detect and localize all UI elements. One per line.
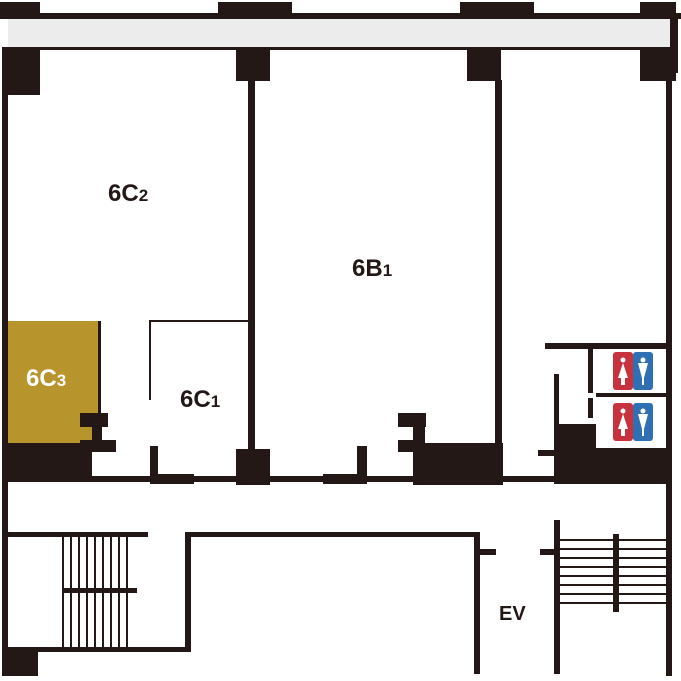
column-6c3-bottom <box>2 443 92 479</box>
stairs-icon <box>560 534 666 612</box>
stairs-icon <box>62 537 137 647</box>
wall-6c1-left <box>149 320 151 400</box>
top-wall <box>0 13 681 19</box>
column-top-right <box>467 47 501 81</box>
room-label-6c2: 6C2 <box>108 180 148 207</box>
wall-stub-6c3-b <box>80 440 116 452</box>
restroom-mid-wall <box>596 393 670 397</box>
top-wall-cap-1 <box>0 2 40 14</box>
restroom-top-wall <box>545 343 670 349</box>
elevator-label: EV <box>499 603 526 625</box>
lower-bottom-wall <box>8 647 191 652</box>
wall-stub-b1-c <box>413 427 425 443</box>
column-top-mid <box>236 47 270 81</box>
left-stair-top-wall <box>8 532 148 537</box>
restroom-divider-1 <box>588 349 593 393</box>
door-frame-left <box>150 446 158 484</box>
room-label-6b1: 6B1 <box>352 255 392 282</box>
room-label-6c1: 6C1 <box>180 386 220 413</box>
column-top-left <box>2 47 40 95</box>
column-restroom-bottom <box>554 424 596 484</box>
wall-6c3-right <box>98 321 101 413</box>
restroom-icon <box>613 403 653 441</box>
ev-stub-right <box>540 549 556 555</box>
wall-stub-6c3-a <box>80 413 108 427</box>
door-frame-right <box>357 446 367 484</box>
wall-b1-right <box>495 80 502 450</box>
top-wall-cap-4 <box>640 2 676 14</box>
middle-room-right-wall <box>474 532 480 674</box>
ev-right-wall <box>554 520 560 674</box>
corridor-band <box>8 18 670 48</box>
restroom-divider-2 <box>588 398 593 418</box>
wall-c2-b1 <box>248 80 255 452</box>
right-outer-wall <box>666 70 672 480</box>
column-lower-left <box>2 652 38 676</box>
right-outer-wall-top <box>670 13 678 73</box>
restroom-bottom-line <box>596 448 670 451</box>
lower-left-wall <box>2 482 8 672</box>
wall-stub-6c3-c <box>92 427 102 440</box>
middle-room-left-wall <box>185 532 191 652</box>
corridor-lower-line <box>8 47 670 50</box>
room-label-6c3: 6C3 <box>26 365 66 392</box>
top-wall-cap-3 <box>460 2 534 14</box>
ev-stub-left <box>480 549 496 555</box>
wall-6c1-top <box>149 320 249 322</box>
wall-stub-restroom <box>538 450 558 456</box>
south-corridor-upper-wall <box>2 476 672 482</box>
restroom-icon <box>613 352 653 390</box>
left-outer-wall <box>2 47 8 477</box>
wall-stub-b1-a <box>398 413 426 427</box>
middle-room-top-wall <box>185 532 480 537</box>
top-wall-cap-2 <box>218 2 292 14</box>
right-outer-wall-lower <box>666 482 672 676</box>
